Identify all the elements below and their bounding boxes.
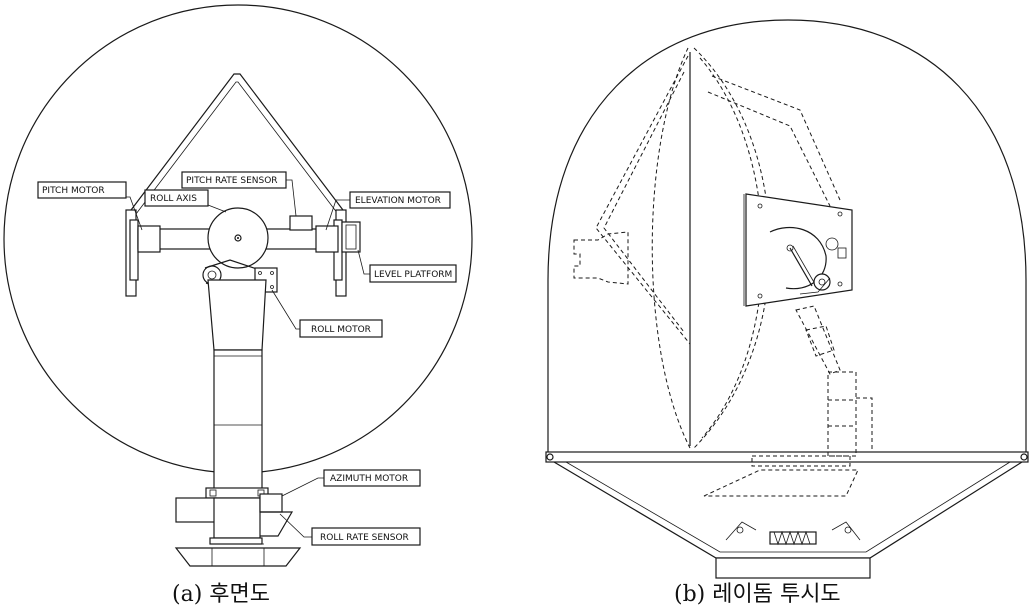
roll-motor-label: ROLL MOTOR [311, 325, 371, 335]
panel-b-radome-view: (b) 레이돔 투시도 [545, 19, 1029, 607]
elevation-motor-housing [315, 225, 339, 253]
panel-a-rear-view: PITCH RATE SENSOR PITCH MOTOR ROLL AXIS … [3, 4, 473, 607]
pitch-rate-sensor-label: PITCH RATE SENSOR [186, 176, 278, 186]
elevation-pulley [813, 273, 831, 291]
level-platform-label: LEVEL PLATFORM [374, 270, 452, 280]
caption-b: (b) 레이돔 투시도 [674, 582, 841, 607]
level-platform-box [341, 221, 361, 253]
elevation-motor-label-box [349, 191, 451, 209]
pedestal-post [827, 371, 857, 457]
pedestal-upper [207, 279, 267, 351]
pitch-motor-label-box [37, 181, 127, 199]
pitch-rate-sensor-label-box [181, 171, 287, 189]
roll-rate-sensor-label-box [311, 527, 421, 546]
roll-axis-label-box [144, 189, 209, 207]
pedestal-column [213, 349, 263, 491]
radome-dome-outline [547, 19, 1027, 456]
azimuth-flange [205, 487, 269, 499]
azimuth-motor-label: AZIMUTH MOTOR [330, 474, 408, 484]
azimuth-motor-label-box [323, 469, 421, 487]
level-platform-label-box [369, 264, 457, 283]
reflector-rim [651, 47, 691, 449]
mount-plate [745, 193, 853, 307]
pedestal-arm [795, 305, 841, 375]
base-plate [174, 547, 302, 567]
elevation-gear-arc [769, 226, 827, 290]
azimuth-motor-box [175, 497, 217, 523]
base-spring [769, 531, 817, 545]
feed-arm [595, 55, 691, 345]
roll-rate-sensor-label: ROLL RATE SENSOR [320, 533, 409, 543]
pitch-rate-sensor-box [289, 215, 313, 231]
elevation-motor-label: ELEVATION MOTOR [355, 196, 441, 206]
roll-axis-label: ROLL AXIS [150, 194, 197, 204]
elevation-linkage [789, 247, 813, 287]
roll-motor-label-box [299, 319, 383, 338]
caption-a: (a) 후면도 [172, 582, 270, 607]
pitch-motor-housing [137, 225, 161, 253]
base-bottom [715, 557, 871, 579]
pitch-motor-label: PITCH MOTOR [42, 186, 105, 196]
roll-rate-sensor-box [259, 493, 283, 513]
radome-rim [545, 451, 1029, 463]
feed-horn [573, 231, 629, 285]
base-body [213, 497, 261, 539]
